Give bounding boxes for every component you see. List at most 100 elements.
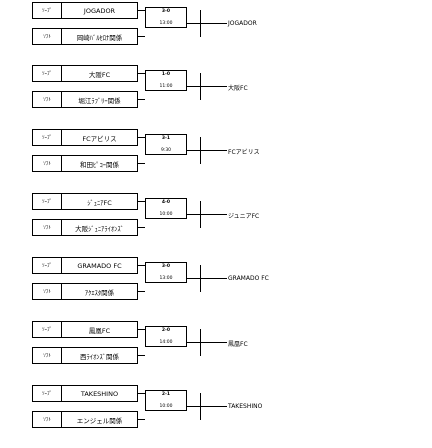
bracket-line xyxy=(200,201,201,228)
team-bottom-row: ｿﾌﾄ 西ﾗｲｵﾝｽﾞ関係 xyxy=(32,347,138,364)
team-top-row: ｿｰﾌﾟ GRAMADO FC xyxy=(32,257,138,274)
winner-label: 鳳凰FC xyxy=(228,341,248,348)
winner-label: FCアビリス xyxy=(228,149,260,156)
bracket-line xyxy=(187,278,227,279)
team-top-row: ｿｰﾌﾟ 大阪FC xyxy=(32,65,138,82)
bracket-line xyxy=(138,419,145,420)
team-label: ｿｰﾌﾟ xyxy=(33,66,62,81)
bracket-match: ｿｰﾌﾟ ｼﾞｭﾆｱFC ｿﾌﾄ 大阪ｼﾞｭﾆｱﾗｲｵﾝｽﾞ 4-0 10:00… xyxy=(0,191,432,244)
team-label: ｿﾌﾄ xyxy=(33,29,62,44)
team-top-name: FCアビリス xyxy=(82,134,117,143)
team-label: ｿｰﾌﾟ xyxy=(33,258,62,273)
team-bottom-name: 堀江ﾗﾌﾞﾘｰ関係 xyxy=(78,96,121,105)
winner-label: JOGADOR xyxy=(228,20,257,27)
team-top-row: ｿｰﾌﾟ TAKESHINO xyxy=(32,385,138,402)
team-bottom-name: ｱｸｴｽﾀ関係 xyxy=(84,288,115,297)
bracket-line xyxy=(200,393,201,420)
bracket-match: ｿｰﾌﾟ 大阪FC ｿﾌﾄ 堀江ﾗﾌﾞﾘｰ関係 1-0 11:00 大阪FC xyxy=(0,63,432,116)
team-label: ｿｰﾌﾟ xyxy=(33,130,62,145)
winner-label: TAKESHINO xyxy=(228,403,263,410)
match-score: 3-0 xyxy=(161,9,171,14)
match-score: 3-1 xyxy=(161,136,171,141)
bracket-line xyxy=(138,10,145,11)
bracket-line xyxy=(187,23,227,24)
match-time: 13:00 xyxy=(159,276,173,281)
match-time: 10:00 xyxy=(159,212,173,217)
bracket-line xyxy=(138,137,145,138)
team-top-row: ｿｰﾌﾟ 鳳凰FC xyxy=(32,321,138,338)
team-bottom-name: 和田ﾋﾟｺｰ関係 xyxy=(80,160,119,169)
team-label: ｿｰﾌﾟ xyxy=(33,194,62,209)
match-score: 4-0 xyxy=(161,200,171,205)
match-box: 4-0 10:00 xyxy=(145,198,187,219)
team-top-row: ｿｰﾌﾟ FCアビリス xyxy=(32,129,138,146)
team-top-name: 大阪FC xyxy=(88,70,111,79)
match-time: 14:00 xyxy=(159,340,173,345)
match-time: 13:00 xyxy=(159,21,173,26)
bracket-match: ｿｰﾌﾟ JOGADOR ｿﾌﾄ 岡崎ﾊﾞﾙｾﾛﾅ関係 3-0 13:00 JO… xyxy=(0,0,432,53)
bracket-match: ｿｰﾌﾟ TAKESHINO ｿﾌﾄ エンジェル関係 2-1 10:00 TAK… xyxy=(0,383,432,436)
bracket-line xyxy=(187,150,227,151)
bracket-match: ｿｰﾌﾟ FCアビリス ｿﾌﾄ 和田ﾋﾟｺｰ関係 3-1 9:30 FCアビリス xyxy=(0,127,432,180)
team-label: ｿﾌﾄ xyxy=(33,220,62,235)
team-bottom-row: ｿﾌﾄ 和田ﾋﾟｺｰ関係 xyxy=(32,155,138,172)
team-label: ｿｰﾌﾟ xyxy=(33,386,62,401)
bracket-line xyxy=(138,36,145,37)
bracket-line xyxy=(138,163,145,164)
bracket-match: ｿｰﾌﾟ GRAMADO FC ｿﾌﾄ ｱｸｴｽﾀ関係 3-0 13:00 GR… xyxy=(0,255,432,308)
bracket-line xyxy=(138,393,145,394)
team-label: ｿﾌﾄ xyxy=(33,284,62,299)
team-top-name: GRAMADO FC xyxy=(77,261,122,270)
team-label: ｿｰﾌﾟ xyxy=(33,3,62,18)
match-score: 3-0 xyxy=(161,264,171,269)
bracket-line xyxy=(138,73,145,74)
match-box: 3-1 9:30 xyxy=(145,134,187,155)
team-label: ｿﾌﾄ xyxy=(33,92,62,107)
bracket-match: ｿｰﾌﾟ 鳳凰FC ｿﾌﾄ 西ﾗｲｵﾝｽﾞ関係 2-0 14:00 鳳凰FC xyxy=(0,319,432,372)
bracket-line xyxy=(138,355,145,356)
bracket-line xyxy=(138,99,145,100)
team-top-name: 鳳凰FC xyxy=(88,326,111,335)
team-top-row: ｿｰﾌﾟ ｼﾞｭﾆｱFC xyxy=(32,193,138,210)
team-top-name: ｼﾞｭﾆｱFC xyxy=(87,198,112,207)
team-bottom-row: ｿﾌﾄ 堀江ﾗﾌﾞﾘｰ関係 xyxy=(32,91,138,108)
bracket-line xyxy=(138,291,145,292)
bracket-line xyxy=(200,137,201,164)
match-box: 1-0 11:00 xyxy=(145,70,187,91)
match-time: 10:00 xyxy=(159,404,173,409)
bracket-line xyxy=(187,214,227,215)
bracket-line xyxy=(200,265,201,292)
match-score: 2-1 xyxy=(161,392,171,397)
bracket-line xyxy=(200,73,201,100)
team-bottom-name: エンジェル関係 xyxy=(76,416,123,425)
bracket-line xyxy=(138,227,145,228)
bracket-line xyxy=(187,342,227,343)
team-bottom-name: 西ﾗｲｵﾝｽﾞ関係 xyxy=(80,352,119,361)
bracket-line xyxy=(187,86,227,87)
match-time: 9:30 xyxy=(160,148,172,153)
match-time: 11:00 xyxy=(159,84,173,89)
team-bottom-row: ｿﾌﾄ エンジェル関係 xyxy=(32,411,138,428)
match-box: 3-0 13:00 xyxy=(145,262,187,283)
match-score: 2-0 xyxy=(161,328,171,333)
match-box: 3-0 13:00 xyxy=(145,7,187,28)
bracket-line xyxy=(138,201,145,202)
winner-label: ジュニアFC xyxy=(228,213,260,220)
team-label: ｿｰﾌﾟ xyxy=(33,322,62,337)
bracket-line xyxy=(200,329,201,356)
team-bottom-row: ｿﾌﾄ ｱｸｴｽﾀ関係 xyxy=(32,283,138,300)
team-label: ｿﾌﾄ xyxy=(33,412,62,427)
match-score: 1-0 xyxy=(161,72,171,77)
bracket-line xyxy=(138,265,145,266)
winner-label: GRAMADO FC xyxy=(228,275,269,282)
team-bottom-name: 岡崎ﾊﾞﾙｾﾛﾅ関係 xyxy=(76,33,123,42)
winner-label: 大阪FC xyxy=(228,85,248,92)
team-top-name: TAKESHINO xyxy=(80,389,119,398)
bracket-line xyxy=(138,329,145,330)
team-bottom-name: 大阪ｼﾞｭﾆｱﾗｲｵﾝｽﾞ xyxy=(75,224,124,233)
team-bottom-row: ｿﾌﾄ 大阪ｼﾞｭﾆｱﾗｲｵﾝｽﾞ xyxy=(32,219,138,236)
team-top-name: JOGADOR xyxy=(83,6,116,15)
match-box: 2-0 14:00 xyxy=(145,326,187,347)
team-label: ｿﾌﾄ xyxy=(33,156,62,171)
team-top-row: ｿｰﾌﾟ JOGADOR xyxy=(32,2,138,19)
